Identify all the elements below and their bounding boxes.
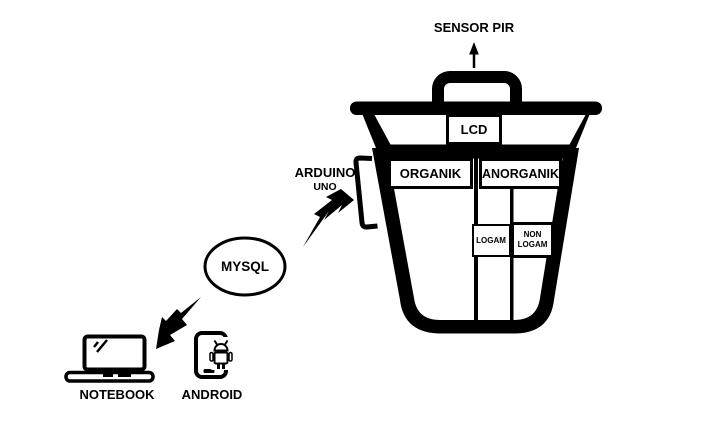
organik-compartment-box: ORGANIK — [388, 158, 473, 189]
non-logam-label: NON LOGAM — [517, 229, 548, 249]
android-label: ANDROID — [181, 387, 243, 402]
android-robot-icon — [209, 339, 233, 369]
wireless-link-clients-icon — [156, 297, 201, 349]
anorganik-compartment-box: ANORGANIK — [479, 158, 562, 189]
mysql-label: MYSQL — [220, 259, 269, 274]
android-icon — [194, 331, 235, 379]
sensor-arrow-icon — [469, 42, 479, 68]
notebook-label: NOTEBOOK — [79, 387, 155, 402]
non-logam-sub-box: NON LOGAM — [511, 222, 554, 258]
lcd-label: LCD — [460, 122, 488, 137]
logam-sub-box: LOGAM — [471, 224, 511, 257]
mysql-ellipse — [203, 236, 287, 297]
anorganik-label: ANORGANIK — [481, 166, 560, 181]
arduino-bracket — [353, 155, 378, 230]
notebook-icon — [64, 334, 155, 383]
sensor-pir-label: SENSOR PIR — [433, 20, 515, 35]
wireless-link-arduino-icon — [303, 189, 354, 247]
arduino-model-label: UNO — [313, 181, 337, 193]
logam-label: LOGAM — [476, 236, 506, 245]
lcd-box: LCD — [446, 114, 502, 145]
arduino-label: ARDUINO — [294, 165, 356, 180]
organik-label: ORGANIK — [399, 166, 462, 181]
